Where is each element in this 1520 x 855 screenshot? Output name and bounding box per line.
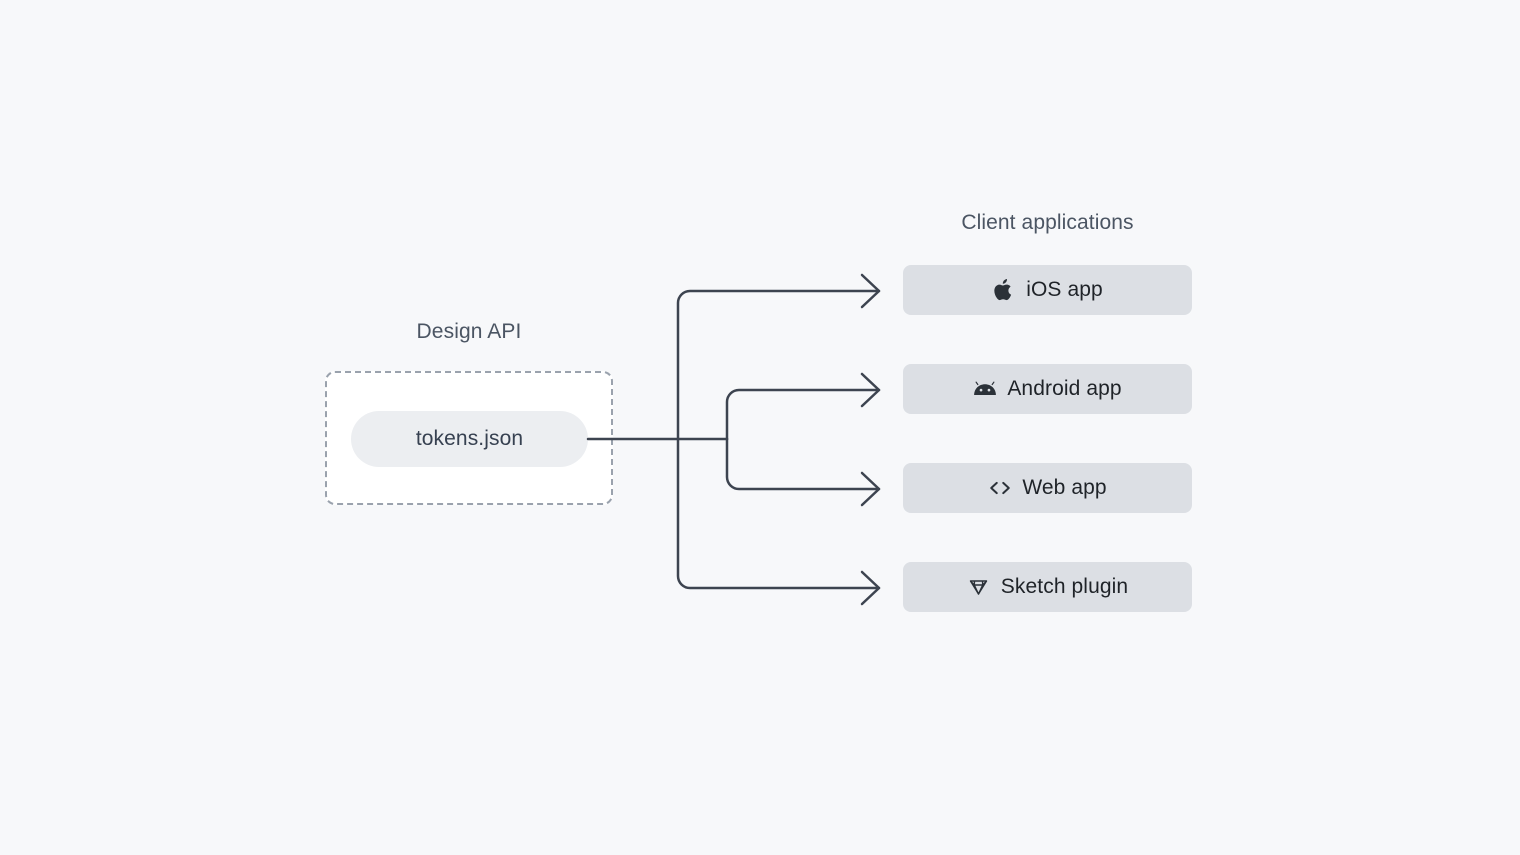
client-label-web: Web app bbox=[1022, 476, 1107, 499]
client-label-ios: iOS app bbox=[1026, 278, 1103, 301]
branch-ios bbox=[676, 289, 881, 441]
arrowhead-android bbox=[860, 372, 881, 408]
diamond-gem-icon bbox=[967, 575, 991, 599]
client-label-sketch: Sketch plugin bbox=[1000, 575, 1129, 598]
tokens-json-label: tokens.json bbox=[415, 427, 524, 450]
branch-android bbox=[725, 388, 881, 441]
client-box-ios[interactable]: iOS app bbox=[903, 265, 1192, 315]
arrowhead-ios bbox=[860, 273, 881, 309]
design-api-group-label: Design API bbox=[416, 320, 522, 343]
android-icon bbox=[973, 377, 997, 401]
client-box-sketch[interactable]: Sketch plugin bbox=[903, 562, 1192, 612]
client-label-android: Android app bbox=[1007, 377, 1122, 400]
arrowhead-sketch bbox=[860, 570, 881, 606]
client-box-android[interactable]: Android app bbox=[903, 364, 1192, 414]
tokens-json-node[interactable]: tokens.json bbox=[351, 411, 588, 467]
branch-sketch bbox=[676, 437, 881, 590]
client-applications-group-label: Client applications bbox=[961, 211, 1134, 234]
apple-icon bbox=[992, 278, 1016, 302]
arrowhead-web bbox=[860, 471, 881, 507]
code-brackets-icon bbox=[988, 476, 1012, 500]
client-box-web[interactable]: Web app bbox=[903, 463, 1192, 513]
branch-web bbox=[725, 437, 881, 491]
